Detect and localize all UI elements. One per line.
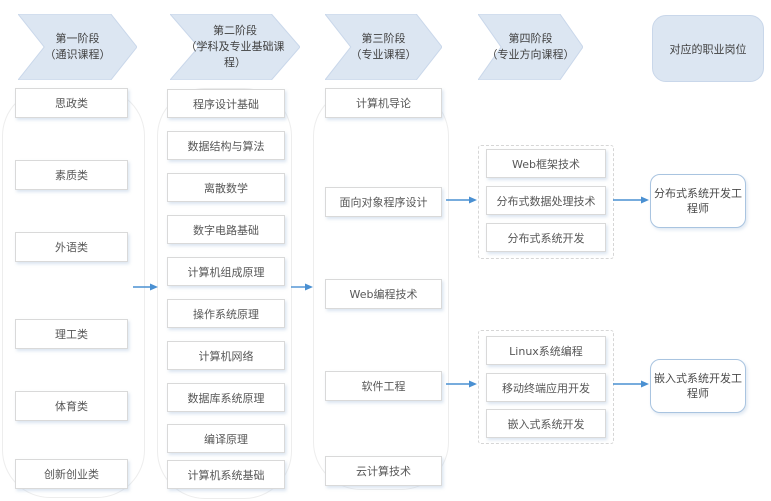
job-box: 嵌入式系统开发工 程师 xyxy=(650,359,746,413)
stage-label: 第四阶段 （专业方向课程） xyxy=(486,32,575,61)
chevron-arrow-shape xyxy=(478,14,583,80)
course-box: Web框架技术 xyxy=(486,149,606,178)
course-box: 编译原理 xyxy=(167,424,285,453)
course-box: 分布式数据处理技术 xyxy=(486,186,606,215)
stage-label: 第二阶段 （学科及专业基础课 程） xyxy=(185,24,285,69)
course-box: 素质类 xyxy=(15,160,128,190)
course-box: 数据结构与算法 xyxy=(167,131,285,160)
course-box: 云计算技术 xyxy=(325,456,442,486)
jobs-header-box: 对应的职业岗位 xyxy=(652,15,764,82)
course-box: 计算机导论 xyxy=(325,88,442,118)
chevron-arrow-shape xyxy=(170,14,300,80)
chevron-arrow-shape xyxy=(325,14,442,80)
course-box: 计算机组成原理 xyxy=(167,257,285,286)
stage-label: 第三阶段 （专业课程） xyxy=(350,32,417,61)
course-box: 操作系统原理 xyxy=(167,299,285,328)
course-box: Web编程技术 xyxy=(325,279,442,309)
course-box: Linux系统编程 xyxy=(486,336,606,365)
stage-chevron-1: 第一阶段 （通识课程） xyxy=(18,14,137,80)
course-box: 面向对象程序设计 xyxy=(325,187,442,217)
stage-chevron-2: 第二阶段 （学科及专业基础课 程） xyxy=(170,14,300,80)
stage-chevron-3: 第三阶段 （专业课程） xyxy=(325,14,442,80)
course-box: 体育类 xyxy=(15,391,128,421)
course-box: 创新创业类 xyxy=(15,459,128,489)
general-courses-group xyxy=(2,88,145,498)
chevron-arrow-shape xyxy=(18,14,137,80)
course-box: 理工类 xyxy=(15,319,128,349)
course-box: 思政类 xyxy=(15,88,128,118)
stage-chevron-4: 第四阶段 （专业方向课程） xyxy=(478,14,583,80)
foundation-courses-group xyxy=(157,88,292,499)
direction-group-a xyxy=(478,145,614,259)
course-box: 分布式系统开发 xyxy=(486,223,606,252)
course-box: 计算机系统基础 xyxy=(167,460,285,489)
course-box: 数字电路基础 xyxy=(167,215,285,244)
direction-group-b xyxy=(478,330,614,444)
stage-label: 第一阶段 （通识课程） xyxy=(44,32,111,61)
job-box: 分布式系统开发工 程师 xyxy=(650,174,746,228)
course-box: 软件工程 xyxy=(325,371,442,401)
course-box: 程序设计基础 xyxy=(167,89,285,118)
course-box: 移动终端应用开发 xyxy=(486,373,606,402)
course-box: 离散数学 xyxy=(167,173,285,202)
course-box: 计算机网络 xyxy=(167,341,285,370)
course-box: 数据库系统原理 xyxy=(167,383,285,412)
course-box: 嵌入式系统开发 xyxy=(486,409,606,438)
course-box: 外语类 xyxy=(15,232,128,262)
